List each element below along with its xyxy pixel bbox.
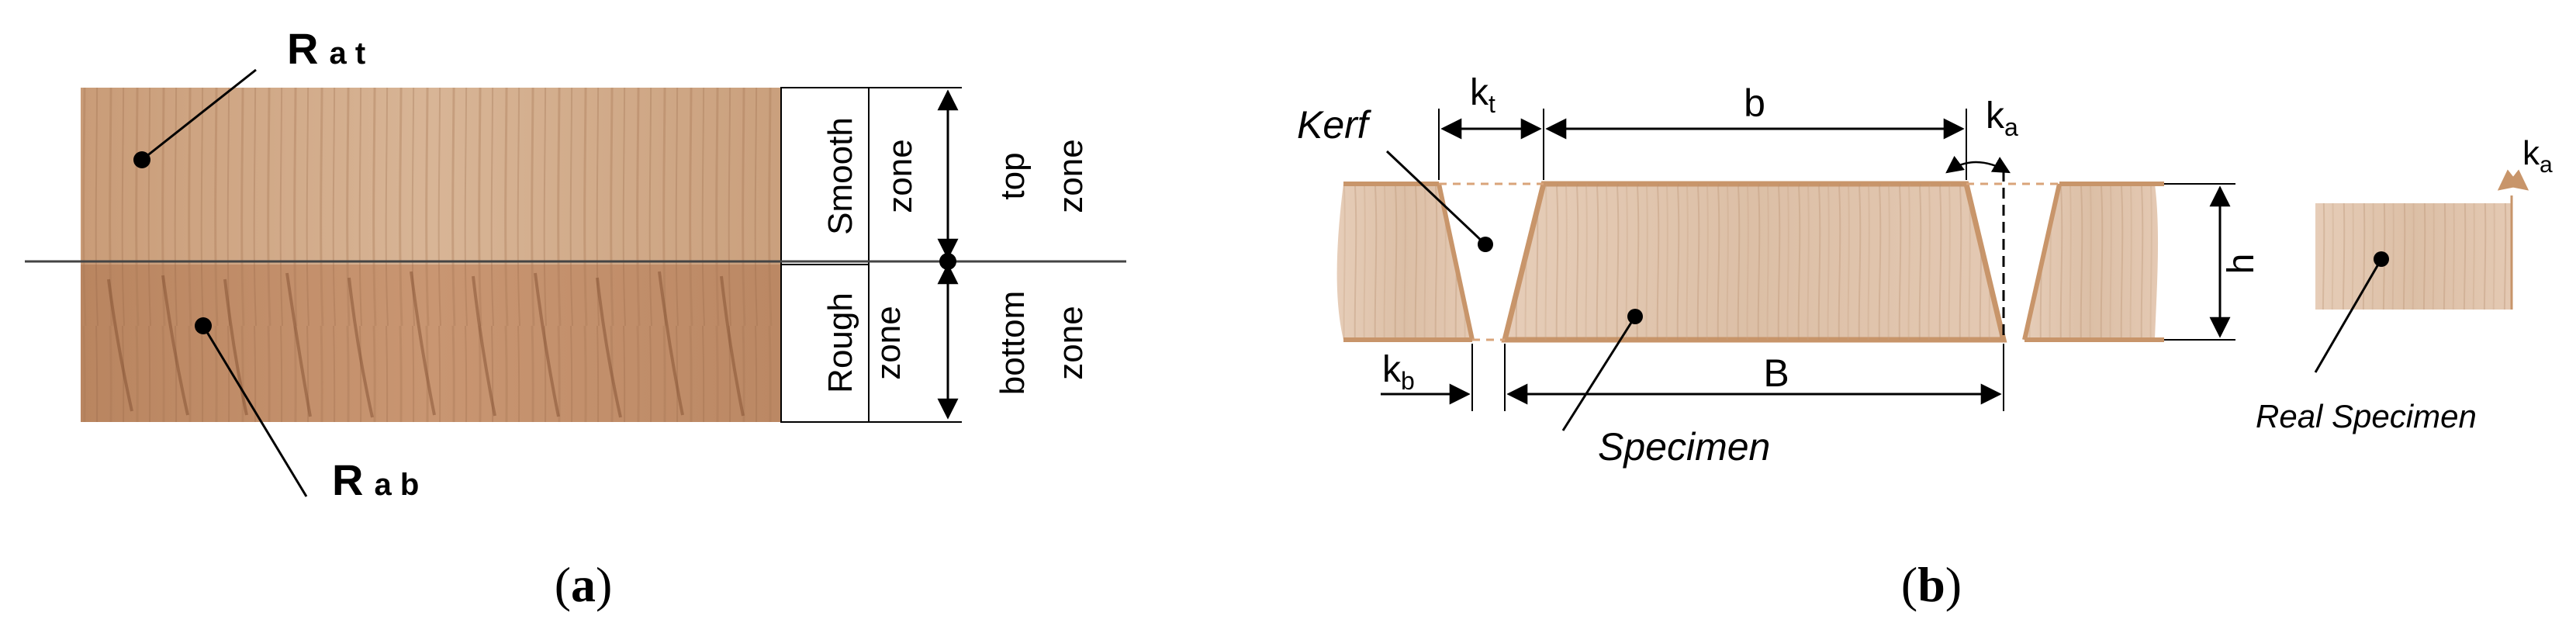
bottom-zone-label-1: bottom — [994, 291, 1032, 396]
caption-a: (a) — [555, 557, 613, 612]
divider-dot — [939, 253, 956, 270]
smooth-zone-grain — [81, 88, 781, 265]
rough-zone-tears — [107, 271, 745, 418]
zone-table — [780, 87, 870, 423]
panel-a: Smooth zone Rough zone top zone bottom z… — [25, 24, 1126, 612]
real-specimen-grain — [2315, 203, 2512, 310]
ka-angle-arc — [1945, 155, 2011, 174]
real-ka-label: ka — [2522, 134, 2553, 178]
caption-b: (b) — [1901, 557, 1962, 612]
panel-b: kt b ka h kb B Kerf Specim — [1297, 72, 2553, 612]
B-label: B — [1763, 351, 1789, 395]
top-zone-label-2: zone — [1052, 139, 1090, 213]
rat-leader — [141, 68, 257, 161]
kerf-label: Kerf — [1297, 103, 1372, 147]
smooth-zone-label-2: zone — [881, 139, 919, 213]
kt-label: kt — [1470, 72, 1495, 118]
rough-zone-cell — [780, 264, 870, 423]
real-specimen-leader — [2314, 258, 2383, 373]
real-ka-arc — [2497, 169, 2529, 191]
bottom-zone-label-2: zone — [1052, 306, 1090, 379]
kerf-point — [1478, 237, 1493, 252]
real-specimen-label: Real Specimen — [2256, 398, 2477, 434]
right-piece-slant — [2022, 183, 2062, 341]
specimen-label: Specimen — [1598, 425, 1770, 469]
kb-label: kb — [1382, 349, 1415, 395]
b-label: b — [1744, 81, 1765, 125]
left-piece-slant — [1437, 183, 1475, 341]
rab-leader — [202, 325, 308, 497]
specimen-leader — [1561, 316, 1637, 431]
kerf-leader — [1385, 150, 1487, 246]
rough-zone-label-2: zone — [870, 306, 908, 379]
smooth-zone-label-1: Smooth — [821, 117, 859, 235]
h-label: h — [2221, 254, 2262, 275]
smooth-zone-cell — [780, 87, 870, 265]
rough-zone-label-1: Rough — [821, 292, 859, 393]
specimen-grain — [1505, 184, 2004, 340]
rough-zone-grain — [81, 265, 781, 422]
ka-label: ka — [1986, 95, 2018, 141]
top-zone-label-1: top — [994, 152, 1032, 199]
left-piece-grain — [1336, 184, 1472, 340]
right-piece-grain — [2024, 184, 2159, 340]
